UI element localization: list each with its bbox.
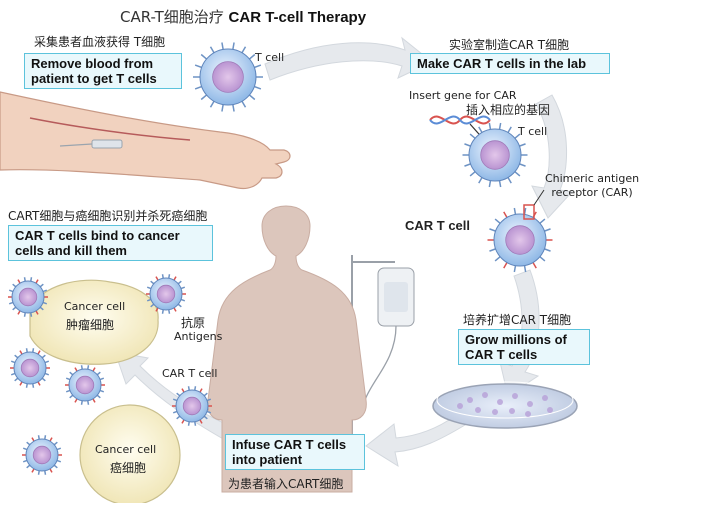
step-remove-blood-cn: 采集患者血液获得 T细胞 [34,35,166,49]
label-t-cell: T cell [255,51,285,64]
cell-nucleus [75,375,95,395]
cell-nucleus [505,225,535,255]
label-cancer-cell-cn: 肿瘤细胞 [66,318,115,332]
cell-nucleus [212,61,244,93]
title-chinese: CAR-T细胞治疗 [120,8,224,26]
label-insert-gene-cn: 插入相应的基因 [466,103,551,117]
step-make-cart-cn: 实验室制造CAR T细胞 [449,38,570,52]
patient-silhouette [207,205,367,493]
label-t-cell-2: T cell [518,125,548,138]
car-t-cell-attack [22,435,62,475]
car-t-cell-attack [146,274,186,314]
label-cancer-cell-en: Cancer cell [64,300,126,313]
step-grow-box: Grow millions of CAR T cells [458,329,590,365]
petri-dish [432,381,578,429]
car-receptor-marker [523,204,535,220]
label-insert-gene-en: Insert gene for CAR [409,89,517,102]
label-car-t-cell-small: CAR T cell [162,367,218,380]
car-t-cell [487,207,553,273]
cell-nucleus [18,287,38,307]
t-cell-lab [462,122,528,188]
step-kill-cn: CART细胞与癌细胞识别并杀死癌细胞 [8,209,208,223]
cell-nucleus [480,140,510,170]
cancer-cell-mass [29,279,159,365]
cell-group [8,42,553,475]
t-cell-blood [193,42,263,112]
label-chimeric-antigen-receptor: Chimeric antigen receptor (CAR) [544,172,640,199]
step-make-cart-box: Make CAR T cells in the lab [410,53,610,74]
page-title: CAR-T细胞治疗 CAR T-cell Therapy [120,6,366,27]
arm-illustration [0,91,291,190]
step-kill-box: CAR T cells bind to cancer cells and kil… [8,225,213,261]
title-english: CAR T-cell Therapy [228,9,367,26]
label-antigen-cn: 抗原 [181,316,206,330]
car-pointer-line [533,189,545,206]
step-infuse-cn: 为患者输入CART细胞 [228,477,344,491]
label-cancer-cell-2-cn: 癌细胞 [110,461,147,475]
car-t-cell-attack [65,365,105,405]
label-cancer-cell-2-en: Cancer cell [95,443,157,456]
label-car-t-cell: CAR T cell [405,218,471,233]
car-t-cell-attack [10,348,50,388]
car-t-cell-attack [8,277,48,317]
cell-nucleus [156,284,176,304]
cell-nucleus [32,445,52,465]
step-infuse-box: Infuse CAR T cells into patient [225,434,365,470]
cell-nucleus [20,358,40,378]
car-t-cell-attack [172,386,212,426]
cell-nucleus [182,396,202,416]
step-grow-cn: 培养扩增CAR T细胞 [463,313,572,327]
label-antigen-en: Antigens [174,330,223,343]
step-remove-blood-box: Remove blood from patient to get T cells [24,53,182,89]
